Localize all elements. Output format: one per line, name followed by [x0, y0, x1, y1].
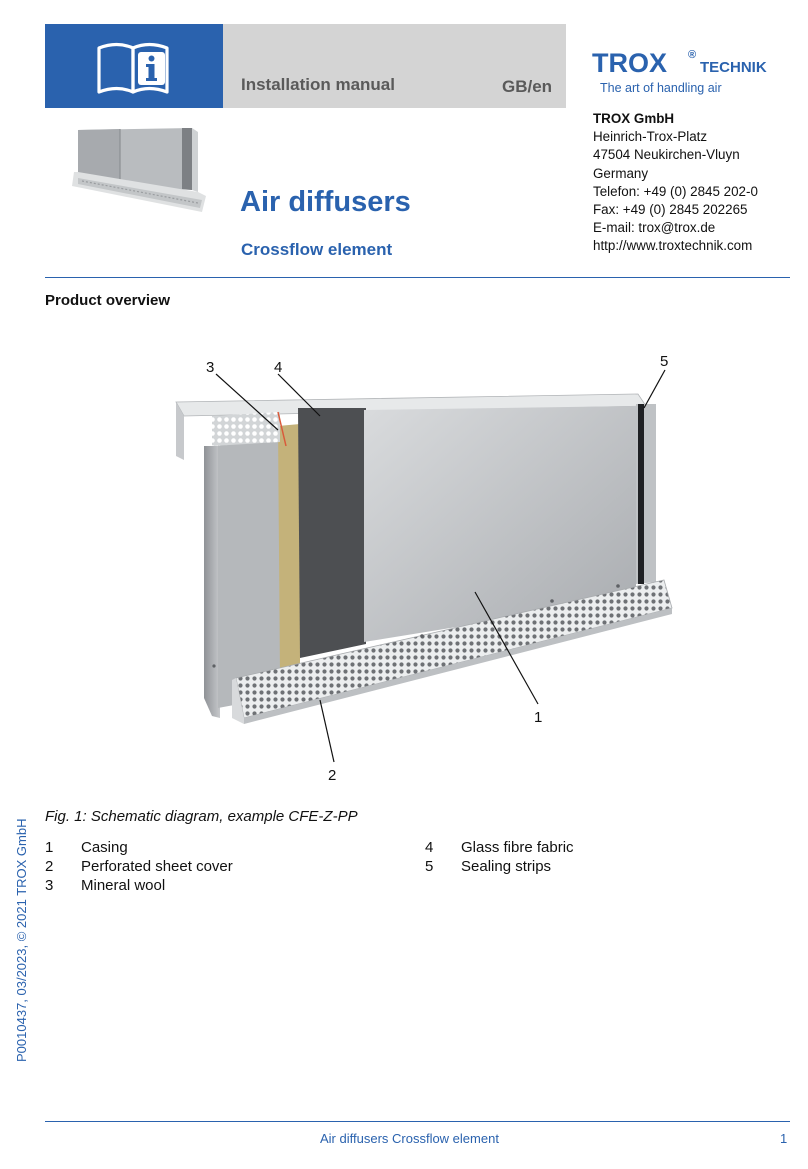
- header-icon-panel: [45, 24, 223, 108]
- company-phone: Telefon: +49 (0) 2845 202-0: [593, 183, 758, 199]
- brand-registered: ®: [688, 49, 696, 61]
- footer-divider: [45, 1121, 790, 1122]
- brand-suffix: TECHNIK: [700, 59, 767, 76]
- product-thumbnail: [72, 126, 212, 218]
- brand-name: TROX: [592, 48, 667, 78]
- legend-label: Perforated sheet cover: [81, 858, 233, 875]
- legend-item: 2 Perforated sheet cover: [45, 858, 233, 875]
- legend-item: 3 Mineral wool: [45, 877, 165, 894]
- company-name: TROX GmbH: [593, 111, 675, 126]
- legend-number: 4: [425, 839, 434, 856]
- callout-5: 5: [660, 353, 668, 370]
- document-code: P0010437, 03/2023, © 2021 TROX GmbH: [14, 818, 29, 1063]
- legend-number: 5: [425, 858, 434, 875]
- company-street: Heinrich-Trox-Platz: [593, 129, 708, 145]
- schematic-diagram: 3 4 5 1 2: [160, 346, 680, 791]
- company-fax: Fax: +49 (0) 2845 202265: [593, 202, 748, 218]
- brand-tagline: The art of handling air: [600, 81, 722, 95]
- brand-logo: TROX ® TECHNIK The art of handling air: [592, 46, 782, 98]
- callout-2: 2: [328, 767, 336, 784]
- manual-info-icon: [97, 42, 169, 94]
- header-divider: [45, 277, 790, 278]
- legend-item: 4 Glass fibre fabric: [425, 839, 574, 856]
- legend-label: Sealing strips: [461, 858, 552, 875]
- footer-title: Air diffusers Crossflow element: [320, 1131, 499, 1146]
- callout-3: 3: [206, 359, 214, 376]
- company-city: 47504 Neukirchen-Vluyn: [593, 147, 740, 163]
- callout-4: 4: [274, 359, 282, 376]
- document-title: Air diffusers: [240, 186, 411, 218]
- legend-number: 1: [45, 839, 54, 856]
- legend-item: 1 Casing: [45, 839, 128, 856]
- company-country: Germany: [593, 165, 649, 181]
- legend-number: 2: [45, 858, 54, 875]
- company-address: TROX GmbH Heinrich-Trox-Platz 47504 Neuk…: [593, 110, 758, 256]
- page-number: 1: [780, 1131, 788, 1146]
- company-email[interactable]: E-mail: trox@trox.de: [593, 220, 716, 236]
- legend-label: Glass fibre fabric: [461, 839, 574, 856]
- language-code: GB/en: [502, 77, 553, 96]
- header-title-panel: [223, 24, 566, 108]
- legend-number: 3: [45, 877, 54, 894]
- manual-title: Installation manual: [241, 75, 395, 94]
- document-subtitle: Crossflow element: [241, 240, 393, 259]
- legend-item: 5 Sealing strips: [425, 858, 551, 875]
- legend-label: Casing: [81, 839, 128, 856]
- figure-caption: Fig. 1: Schematic diagram, example CFE-Z…: [45, 808, 358, 825]
- section-title: Product overview: [45, 292, 171, 309]
- company-website[interactable]: http://www.troxtechnik.com: [593, 238, 753, 254]
- callout-1: 1: [534, 709, 542, 726]
- legend-label: Mineral wool: [81, 877, 166, 894]
